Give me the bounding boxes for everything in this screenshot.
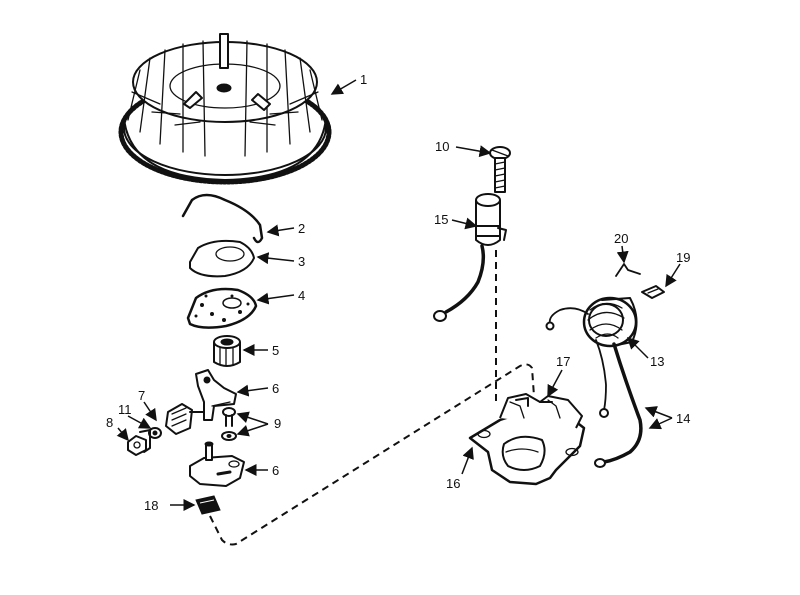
callout-20: 20 bbox=[614, 231, 628, 246]
callout-17: 17 bbox=[556, 354, 570, 369]
callout-13: 13 bbox=[650, 354, 664, 369]
spring-wire-part bbox=[615, 263, 641, 277]
gasket-part bbox=[186, 287, 258, 329]
wire-spring-part bbox=[181, 193, 264, 244]
dust-cover-part bbox=[189, 239, 255, 278]
callout-leaders bbox=[116, 79, 681, 511]
breaker-plate-part bbox=[189, 441, 245, 487]
callout-6-upper: 6 bbox=[272, 381, 279, 396]
callout-7: 7 bbox=[138, 388, 145, 403]
callout-1: 1 bbox=[360, 72, 367, 87]
assembly-guide-lines bbox=[209, 250, 535, 546]
callout-15: 15 bbox=[434, 212, 448, 227]
ignition-coil-part bbox=[545, 296, 643, 468]
callout-5: 5 bbox=[272, 343, 279, 358]
flywheel-part bbox=[118, 33, 332, 185]
callout-labels: 1 2 3 4 5 6 7 8 9 10 11 13 14 15 16 17 6… bbox=[106, 72, 690, 513]
washer-part bbox=[148, 427, 162, 439]
cam-bushing-part bbox=[213, 335, 241, 367]
point-set-part bbox=[165, 403, 205, 435]
magneto-housing-part bbox=[468, 393, 586, 486]
felt-wick-part bbox=[195, 495, 221, 515]
callout-9: 9 bbox=[274, 416, 281, 431]
callout-19: 19 bbox=[676, 250, 690, 265]
callout-10: 10 bbox=[435, 139, 449, 154]
callout-14: 14 bbox=[676, 411, 690, 426]
callout-18: 18 bbox=[144, 498, 158, 513]
callout-8: 8 bbox=[106, 415, 113, 430]
callout-16: 16 bbox=[446, 476, 460, 491]
breaker-arm-part bbox=[195, 369, 237, 421]
screw-washer-part bbox=[221, 407, 237, 441]
clip-part bbox=[641, 285, 665, 299]
callout-3: 3 bbox=[298, 254, 305, 269]
condenser-part bbox=[433, 193, 507, 322]
screw-part bbox=[489, 146, 511, 193]
callout-2: 2 bbox=[298, 221, 305, 236]
terminal-nut-part bbox=[127, 429, 151, 456]
callout-6-lower: 6 bbox=[272, 463, 279, 478]
callout-11: 11 bbox=[118, 402, 132, 417]
callout-4: 4 bbox=[298, 288, 305, 303]
